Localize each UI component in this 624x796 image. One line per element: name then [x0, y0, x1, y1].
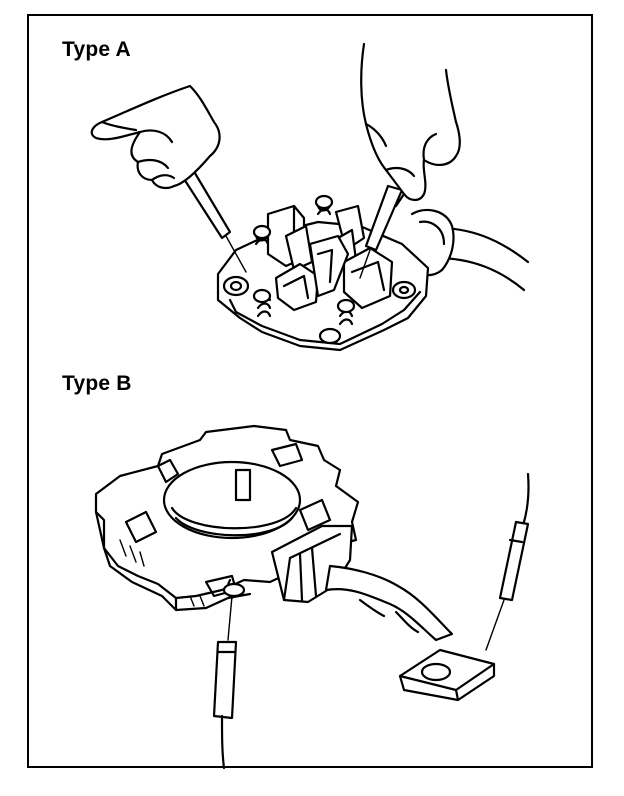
- figure-frame: [27, 14, 593, 768]
- type-a-illustration: [90, 42, 530, 352]
- type-b-illustration: [94, 424, 530, 770]
- type-a-left-hand: [90, 84, 221, 190]
- type-b-lead: [324, 564, 496, 702]
- type-b-left-clip: [222, 578, 246, 600]
- type-b-right-probe: [485, 472, 530, 651]
- type-b-left-probe: [212, 595, 238, 770]
- type-a-right-probe: [359, 184, 404, 279]
- type-a-brush-holders: [252, 194, 394, 326]
- type-a-lead-wire: [410, 208, 530, 292]
- type-b-label: Type B: [62, 372, 132, 395]
- type-a-right-hand: [360, 42, 461, 208]
- type-a-label: Type A: [62, 38, 131, 61]
